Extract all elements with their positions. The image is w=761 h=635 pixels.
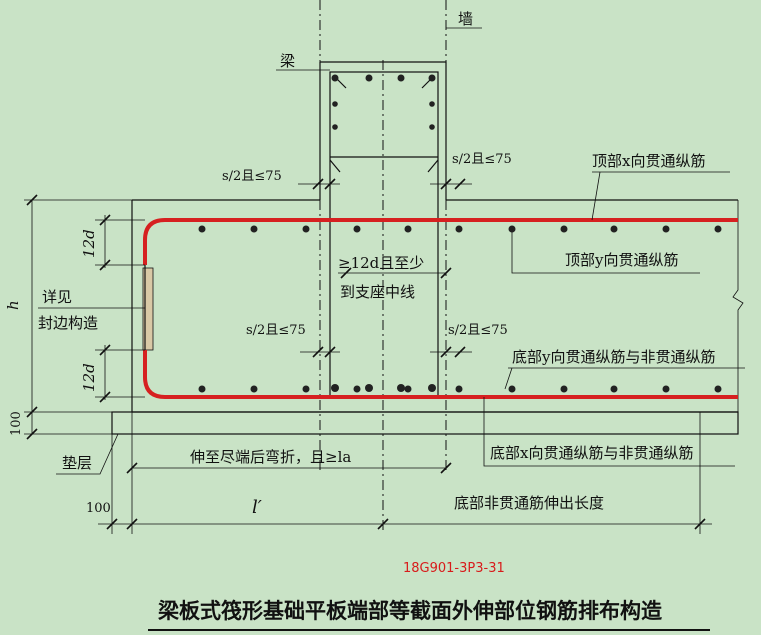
tick [440,462,452,474]
s2-mid-right: s/2且≤75 [448,323,508,338]
beam-outline [320,61,447,200]
tick [440,267,452,279]
top-x-rebar [143,218,738,265]
nonthrough-ext-label: 底部非贯通筋伸出长度 [454,494,604,512]
tick [440,346,452,358]
anchor-label-1: ≥12d且至少 [338,254,424,272]
cushion-thickness-label: 100 [9,411,24,436]
tick [454,346,466,358]
break-line [732,200,744,412]
tick [26,194,38,206]
tick [99,391,111,403]
edge-hatch [142,267,154,351]
l-prime-label: l′ [252,497,262,518]
extend-label: 伸至尽端后弯折，且≥la [190,448,351,466]
bottom-x-rebar [143,350,738,399]
h-dim-label: h [4,300,22,310]
top-y-label: 顶部y向贯通纵筋 [565,251,678,269]
edge-label-2: 封边构造 [38,314,98,332]
tick [312,346,324,358]
bottom-x-leader [483,397,735,467]
cushion-layer [111,411,739,435]
tick [340,267,352,279]
tick [126,518,138,530]
12d-bottom-label: 12d [80,363,98,392]
tick [324,346,336,358]
s2-top-left: s/2且≤75 [222,169,282,184]
wall-label: 墙 [458,10,473,28]
tick [26,428,38,440]
tick [99,214,111,226]
tick [377,518,389,530]
beam-label: 梁 [280,52,295,70]
tick [106,518,118,530]
top-y-bar-dots [198,225,722,393]
tick [99,344,111,356]
reference-code: 18G901-3P3-31 [403,561,505,576]
tick [99,259,111,271]
tick [454,178,466,190]
top-x-label: 顶部x向贯通纵筋 [592,152,705,170]
tick [694,518,706,530]
tick [26,406,38,418]
tick [312,178,324,190]
drawing-title: 梁板式筏形基础平板端部等截面外伸部位钢筋排布构造 [157,598,663,623]
s2-top-right: s/2且≤75 [452,152,512,167]
edge-label-1: 详见 [42,288,72,306]
top-y-leader [511,232,700,274]
tick [126,462,138,474]
tick [440,178,452,190]
top-x-leader [591,171,730,221]
s2-mid-left: s/2且≤75 [246,323,306,338]
anchor-label-2: 到支座中线 [340,283,415,301]
stirrup-hooks [329,77,439,173]
tick [324,178,336,190]
beam-stirrup [329,71,439,398]
beam-bars [331,74,436,392]
bottom-100-label: 100 [86,501,111,516]
12d-top-label: 12d [80,229,98,258]
bottom-x-label: 底部x向贯通纵筋与非贯通纵筋 [490,444,693,462]
cushion-label: 垫层 [62,454,92,472]
bottom-y-leader [504,367,745,390]
bottom-y-label: 底部y向贯通纵筋与非贯通纵筋 [512,348,715,366]
